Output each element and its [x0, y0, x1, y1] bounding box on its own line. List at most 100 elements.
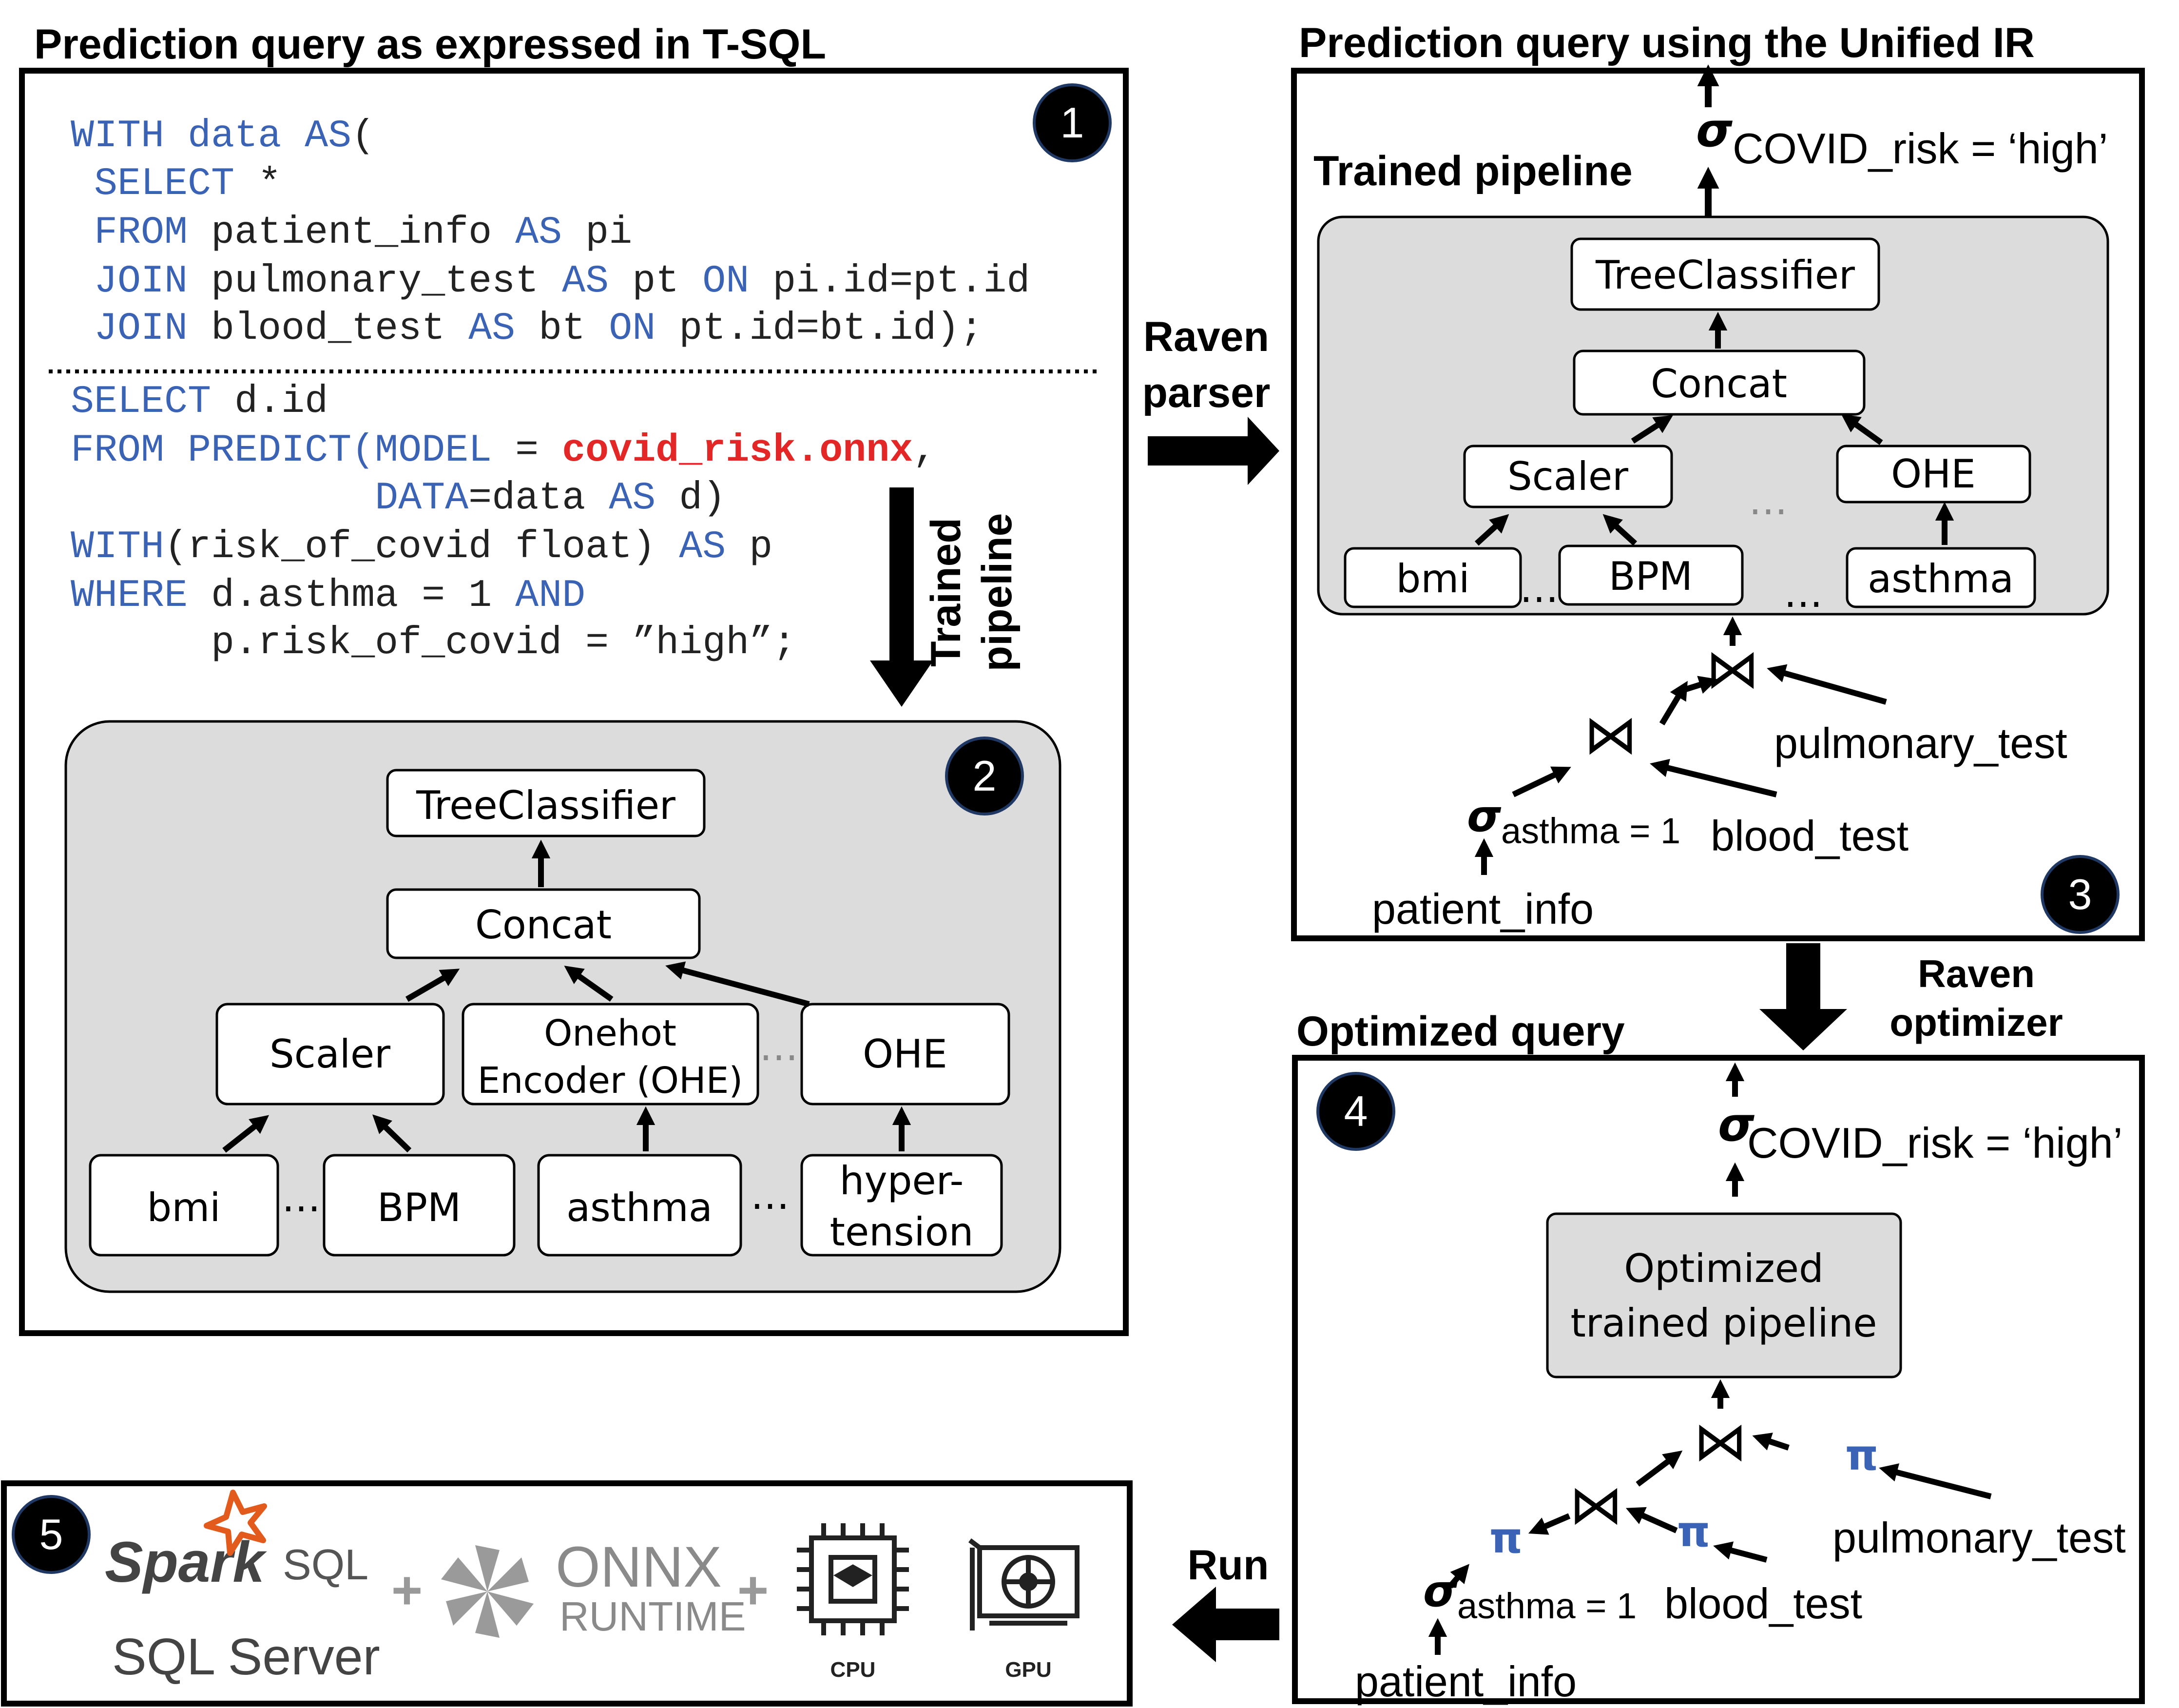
code-line: JOIN blood_test AS bt ON pt.id=bt.id);: [71, 307, 983, 351]
raven-parser-label: parser: [1142, 369, 1271, 416]
svg-text:hyper-: hyper-: [840, 1158, 964, 1203]
svg-text:Spark: Spark: [105, 1530, 267, 1594]
join-operator: ⋈: [1694, 1410, 1747, 1473]
ir-node-bmi: bmi: [1344, 547, 1522, 608]
node-asthma: asthma: [537, 1154, 742, 1257]
ir-node-scaler: Scaler: [1463, 445, 1673, 508]
raven-optimizer-arrow: [1759, 943, 1847, 1050]
trained-pipeline-arrow: [870, 487, 933, 707]
panel4-edges: [1428, 1062, 1992, 1655]
cpu-chip-icon: [797, 1523, 909, 1635]
node-scaler: Scaler: [215, 1003, 445, 1106]
code-token: pulmonary_test: [188, 259, 562, 304]
projection-pi: π: [1845, 1431, 1878, 1480]
code-line: SELECT *: [71, 162, 281, 206]
badge-2: 2: [945, 737, 1024, 815]
svg-text:asthma: asthma: [566, 1185, 713, 1230]
svg-text:σ: σ: [1696, 103, 1733, 157]
onnx-runtime-logo-icon: [441, 1545, 534, 1638]
join-operator: ⋈: [1569, 1474, 1623, 1536]
code-token: SELECT: [71, 162, 234, 206]
code-token: d.id: [211, 380, 328, 424]
projection-pi: π: [1677, 1508, 1710, 1556]
code-token: AS: [609, 476, 656, 521]
code-token: AND: [515, 574, 585, 618]
svg-text:1: 1: [1061, 98, 1084, 147]
code-token: FROM PREDICT(MODEL: [71, 428, 492, 473]
code-token: (: [351, 114, 375, 158]
svg-text:trained pipeline: trained pipeline: [1570, 1300, 1877, 1346]
panel2-edges: [222, 839, 911, 1153]
svg-text:Concat: Concat: [475, 902, 612, 948]
code-token: =: [492, 428, 562, 473]
node-ohe: OHE: [800, 1003, 1010, 1106]
ellipsis: …: [1520, 566, 1559, 611]
svg-text:COVID_risk = ‘high’: COVID_risk = ‘high’: [1733, 124, 2108, 173]
node-concat: Concat: [386, 888, 701, 959]
code-token: patient_info: [188, 211, 515, 255]
ellipsis: …: [1749, 478, 1788, 524]
code-token: ON: [609, 307, 656, 351]
run-label: Run: [1187, 1542, 1269, 1589]
badge-4: 4: [1316, 1072, 1395, 1151]
code-token: AS: [679, 525, 726, 569]
run-arrow: [1172, 1587, 1279, 1662]
code-token: pt.id=bt.id);: [656, 307, 983, 351]
optimized-pipeline-box: Optimized trained pipeline: [1546, 1212, 1902, 1378]
badge-1: 1: [1033, 83, 1112, 162]
raven-optimizer-label: optimizer: [1890, 1001, 2063, 1044]
svg-text:asthma: asthma: [1868, 556, 2014, 602]
badge-5: 5: [12, 1495, 91, 1574]
svg-text:TreeClassifier: TreeClassifier: [1595, 252, 1855, 298]
plus-sign: +: [737, 1560, 769, 1620]
code-token: bt: [515, 307, 609, 351]
table-blood-test: blood_test: [1664, 1579, 1862, 1628]
join-operator: ⋈: [1584, 703, 1638, 766]
ellipsis: …: [282, 1175, 321, 1221]
svg-text:Encoder (OHE): Encoder (OHE): [478, 1060, 743, 1102]
node-bpm: BPM: [323, 1154, 516, 1257]
code-line: WHERE d.asthma = 1 AND: [71, 574, 585, 618]
svg-text:Optimized: Optimized: [1624, 1246, 1824, 1291]
code-token: WITH: [71, 525, 164, 569]
code-line: FROM patient_info AS pi: [71, 211, 632, 255]
code-token: pi.id=pt.id: [749, 259, 1030, 304]
sql-server-logo: SQL Server: [112, 1628, 380, 1686]
panel1-heading: Prediction query as expressed in T-SQL: [34, 21, 826, 68]
runtime-label: RUNTIME: [559, 1593, 746, 1639]
raven-optimizer-label: Raven: [1918, 952, 2035, 995]
svg-text:BPM: BPM: [1609, 554, 1693, 599]
ellipsis: …: [751, 1173, 790, 1218]
sigma-covid-risk-filter: σ COVID_risk = ‘high’: [1696, 103, 2108, 173]
svg-text:2: 2: [973, 752, 997, 800]
svg-text:TreeClassifier: TreeClassifier: [416, 783, 675, 828]
svg-text:SQL: SQL: [283, 1540, 368, 1589]
table-patient-info: patient_info: [1372, 885, 1594, 933]
svg-text:Scaler: Scaler: [270, 1031, 390, 1077]
code-token: WITH data AS: [71, 114, 351, 158]
node-bmi: bmi: [89, 1154, 279, 1257]
code-line: SELECT d.id: [71, 380, 328, 424]
code-token: p.risk_of_covid = ”high”;: [71, 621, 796, 665]
svg-text:Scaler: Scaler: [1507, 454, 1628, 499]
ir-node-concat: Concat: [1573, 349, 1866, 416]
ir-node-bpm: BPM: [1558, 544, 1744, 606]
svg-text:5: 5: [39, 1510, 63, 1558]
sigma-asthma-filter: σ: [1423, 1566, 1458, 1617]
spark-star-icon: [204, 1490, 267, 1556]
trained-label: Trained: [923, 518, 969, 667]
ir-node-ohe: OHE: [1836, 445, 2031, 504]
asthma-filter-predicate: asthma = 1: [1501, 811, 1680, 851]
join-operator: ⋈: [1706, 638, 1759, 700]
node-treeclassifier: TreeClassifier: [386, 769, 706, 837]
svg-text:COVID_risk = ‘high’: COVID_risk = ‘high’: [1747, 1119, 2122, 1167]
onnx-label: ONNX: [556, 1535, 722, 1599]
plus-sign: +: [391, 1560, 423, 1620]
code-line: DATA=data AS d): [71, 476, 726, 521]
raven-parser-arrow: [1148, 417, 1279, 485]
ir-node-treeclassifier: TreeClassifier: [1570, 237, 1880, 311]
gpu-card-icon: [968, 1538, 1080, 1630]
code-token: ON: [702, 259, 749, 304]
code-token: pt: [609, 259, 702, 304]
